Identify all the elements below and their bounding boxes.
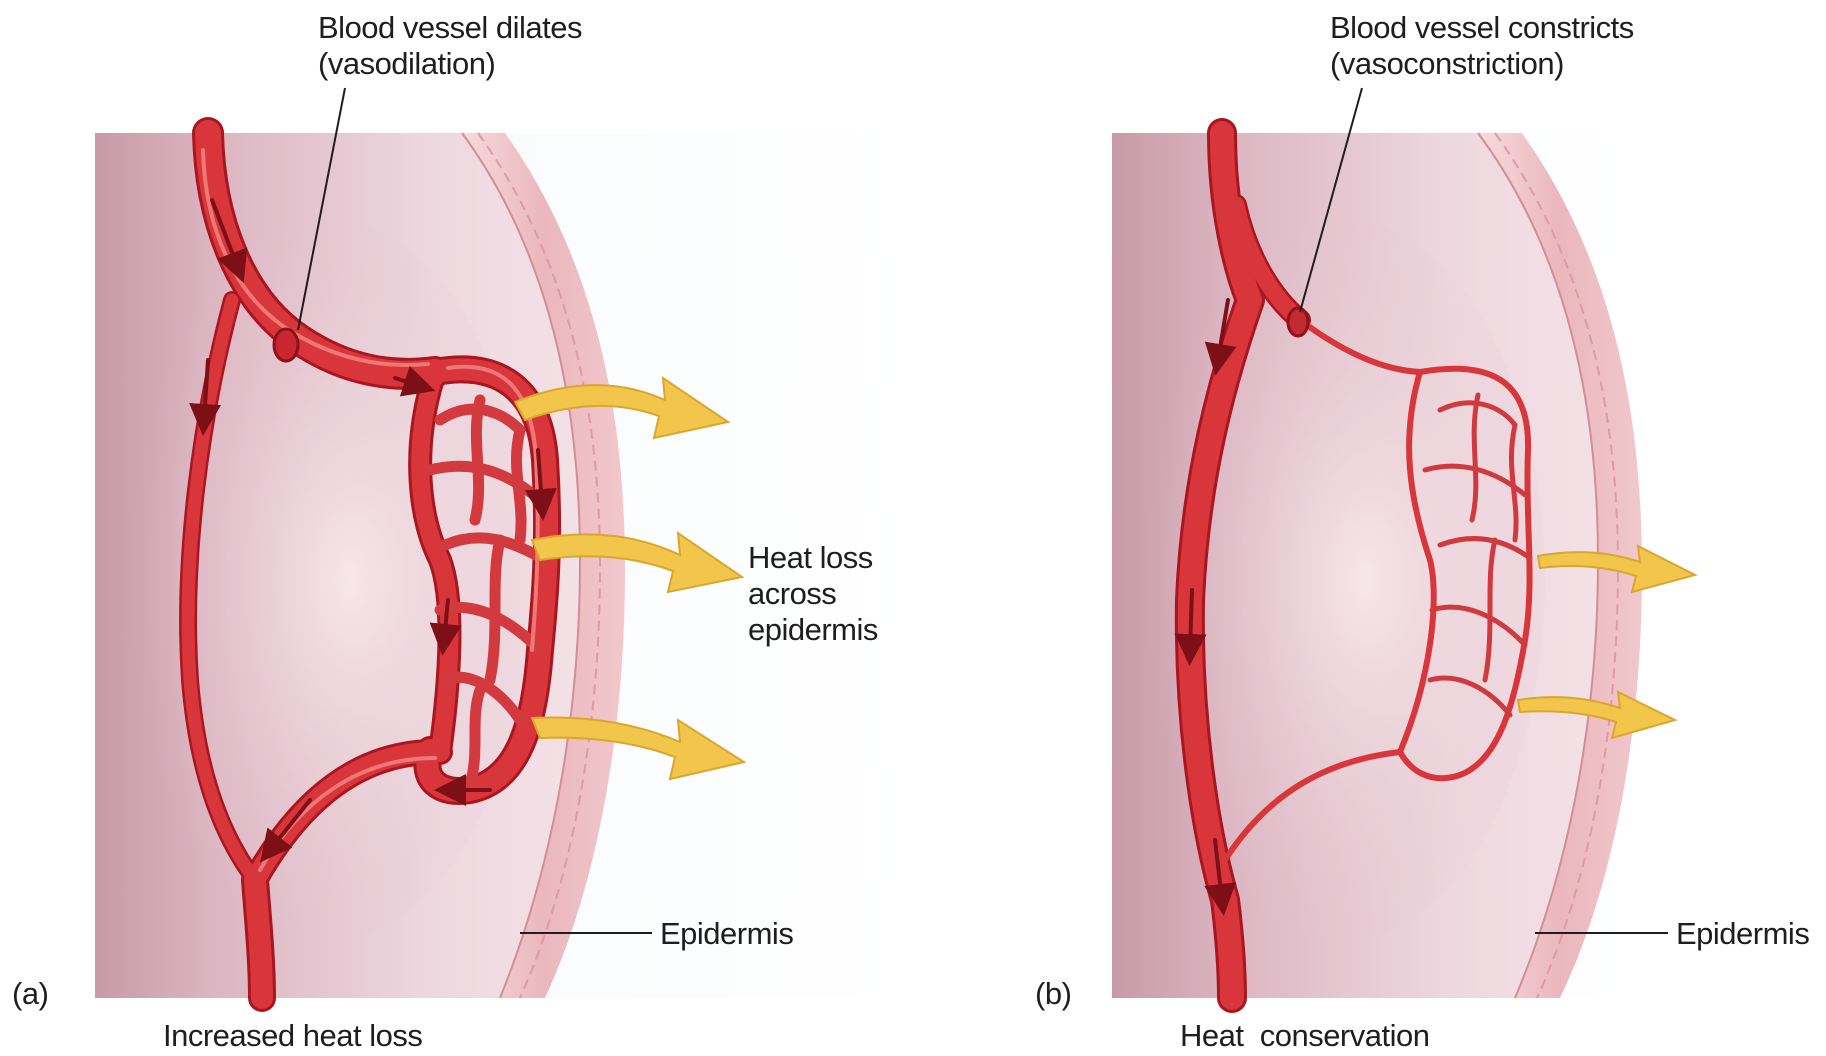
vessel-constricts-label: Blood vessel constricts (vasoconstrictio…: [1330, 10, 1634, 82]
panel-b-caption: Heat conservation: [1180, 1018, 1429, 1054]
epidermis-label-b: Epidermis: [1676, 916, 1809, 952]
panel-a-letter: (a): [12, 976, 48, 1012]
epidermis-label-a: Epidermis: [660, 916, 793, 952]
panel-b-letter: (b): [1035, 976, 1071, 1012]
panel-a-caption: Increased heat loss: [163, 1018, 422, 1054]
dilation-site: [274, 329, 298, 361]
constriction-site: [1288, 308, 1308, 336]
heat-loss-label: Heat loss across epidermis: [748, 540, 878, 648]
panel-b: [1112, 88, 1695, 998]
vessel-dilates-label: Blood vessel dilates (vasodilation): [318, 10, 582, 82]
